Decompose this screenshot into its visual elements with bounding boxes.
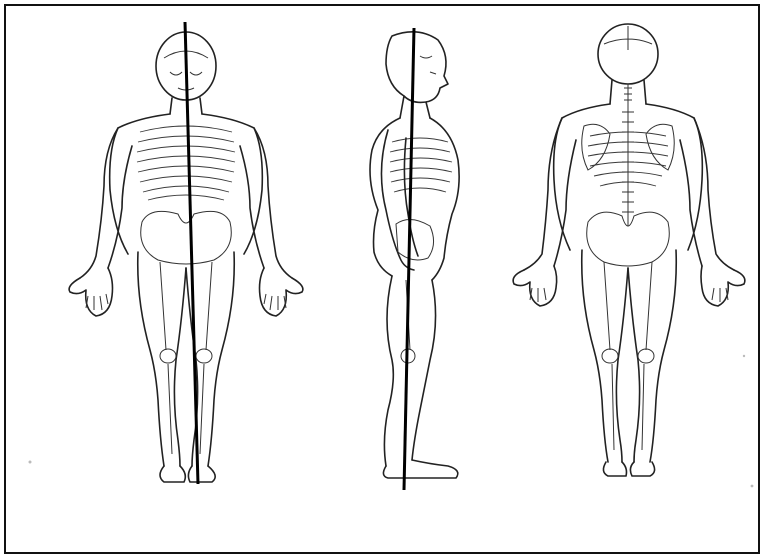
front-plumb-line xyxy=(185,22,198,484)
front-figure xyxy=(69,22,303,484)
back-figure xyxy=(513,24,745,476)
side-ribcage xyxy=(390,138,452,192)
front-ribcage xyxy=(137,126,235,200)
side-figure xyxy=(370,28,459,490)
